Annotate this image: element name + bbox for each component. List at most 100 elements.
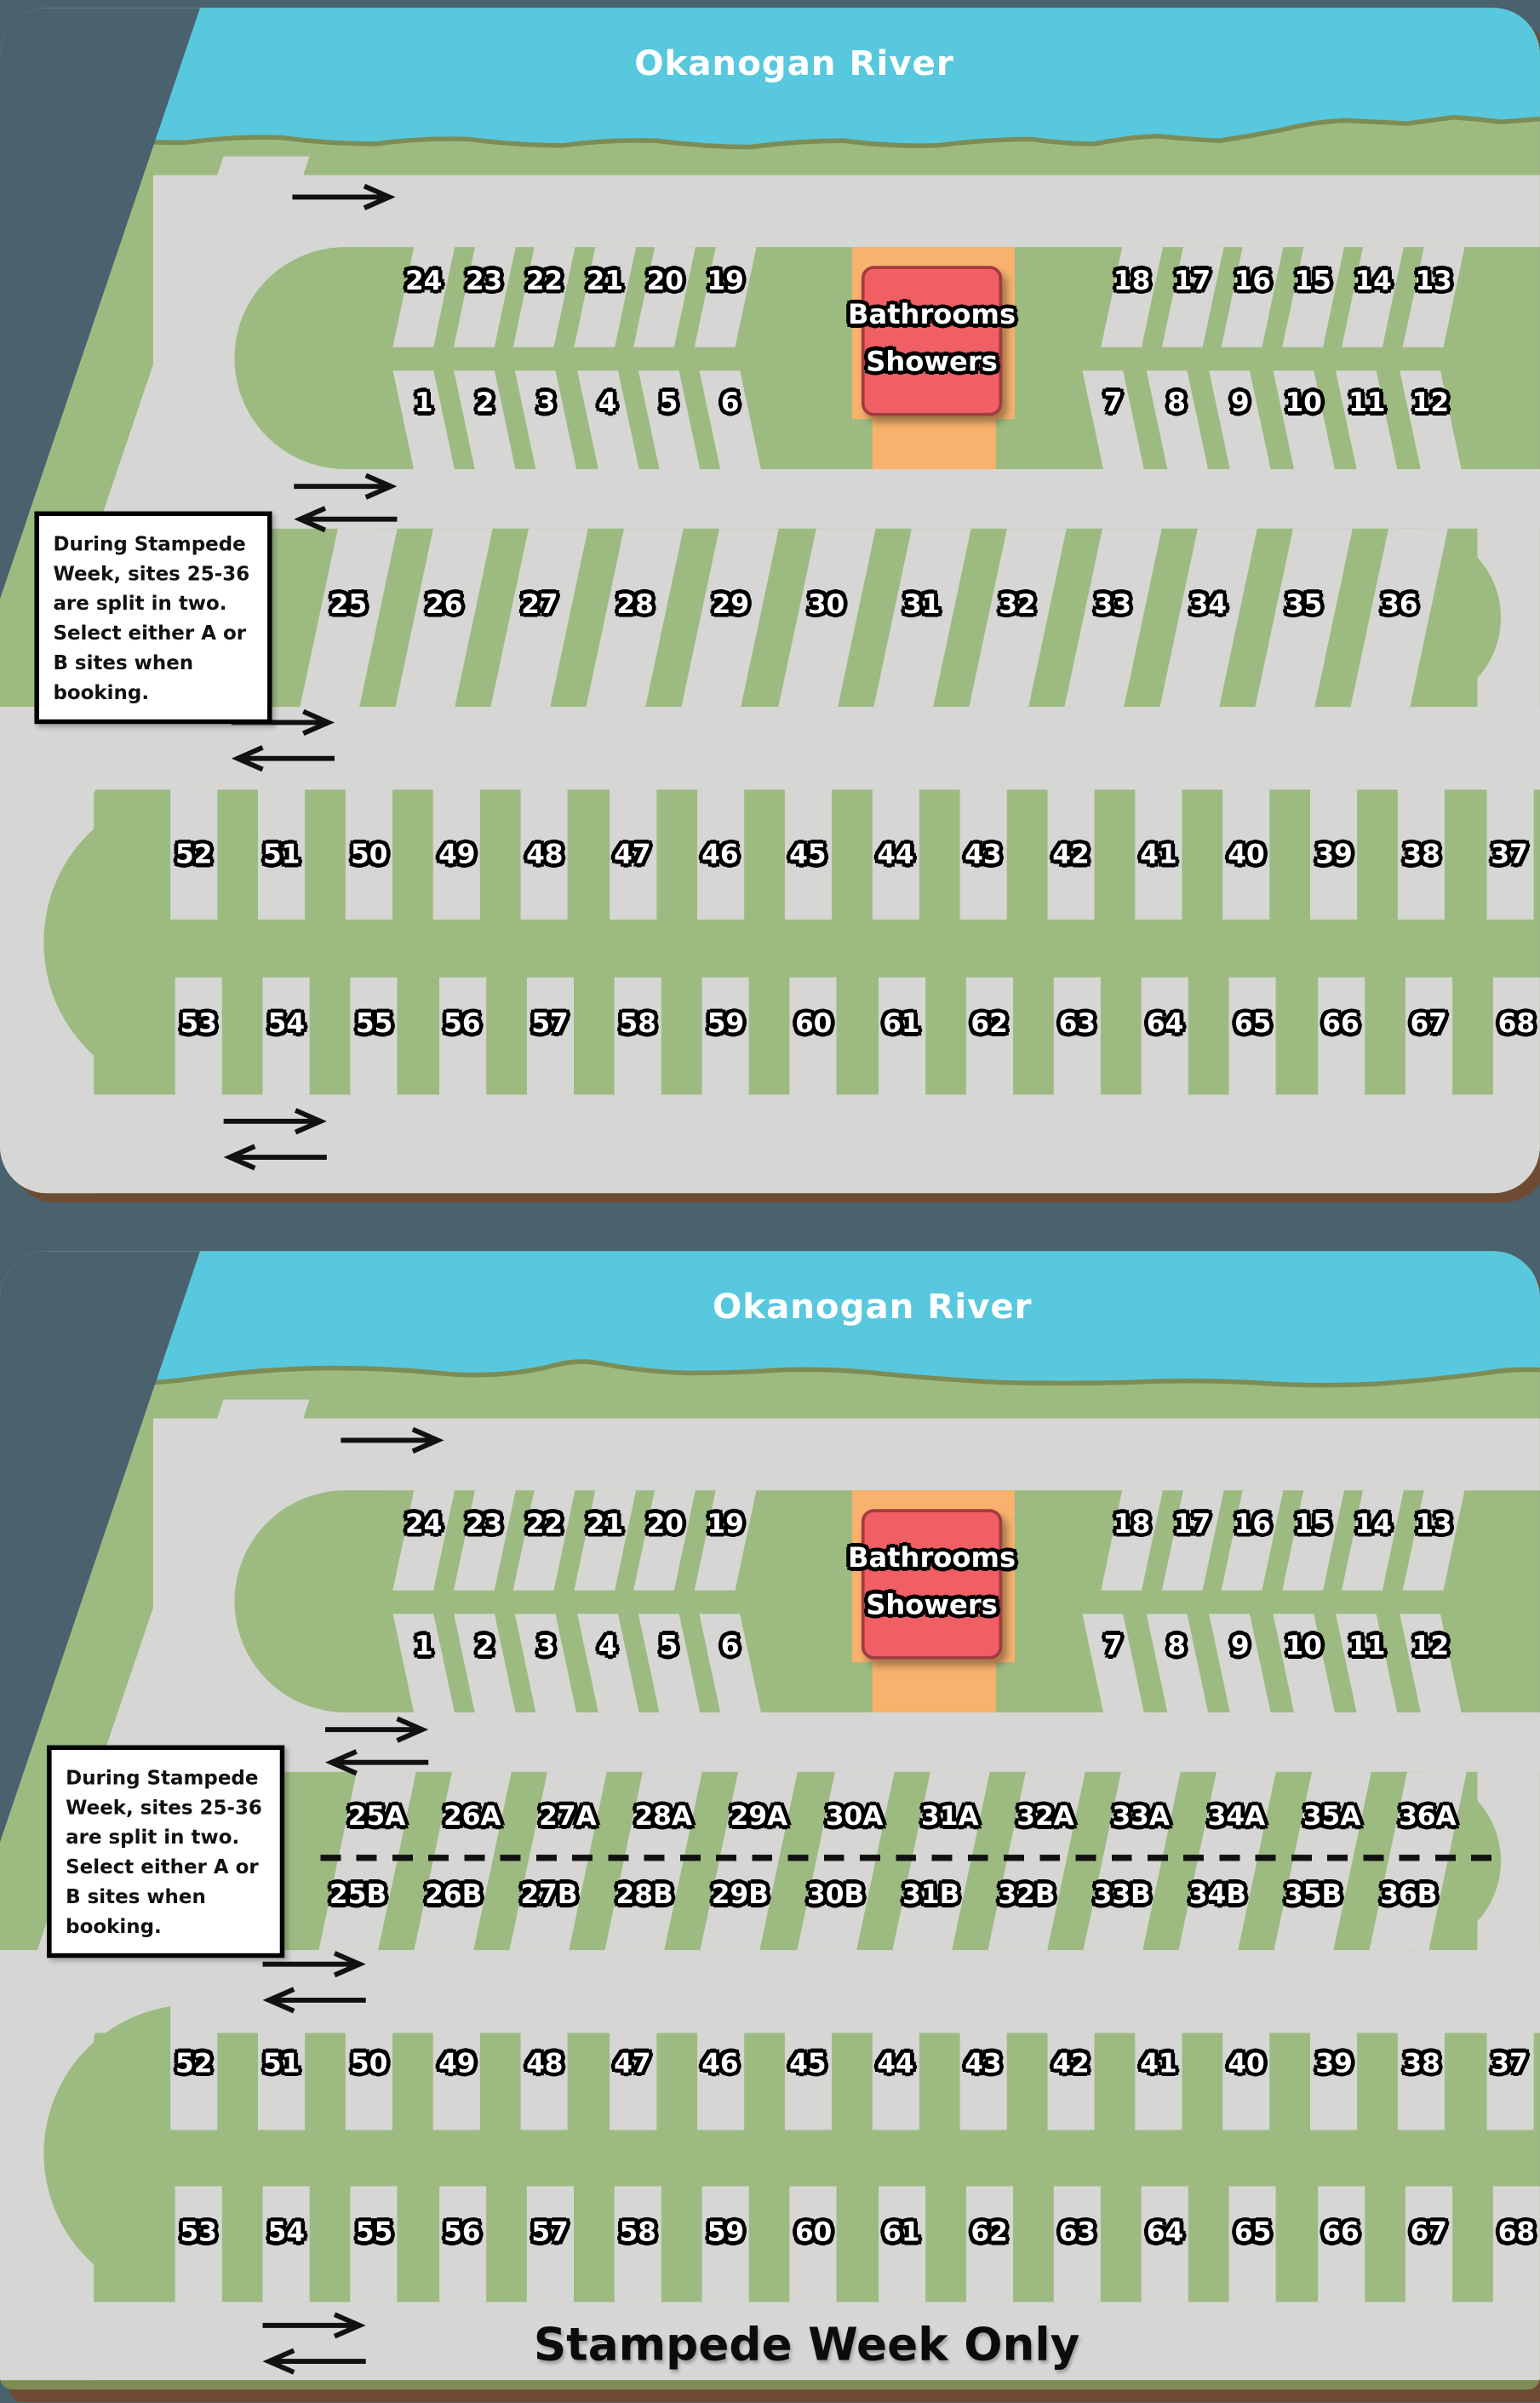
site-label: 52 bbox=[175, 2048, 213, 2080]
site-slot bbox=[433, 789, 481, 920]
site-label: 15 bbox=[1294, 266, 1332, 297]
site-label: 43 bbox=[965, 840, 1002, 871]
site-slot bbox=[701, 2186, 750, 2303]
site-slot bbox=[351, 977, 398, 1095]
bathrooms-path bbox=[872, 419, 996, 469]
site-label: 5 bbox=[659, 387, 678, 420]
site-label: 34A bbox=[1207, 1801, 1266, 1833]
site-label: 18 bbox=[1113, 1509, 1151, 1540]
bathrooms-label: Bathrooms bbox=[848, 1543, 1016, 1575]
site-slot bbox=[1486, 2004, 1533, 2131]
site-label: 9 bbox=[1230, 1631, 1250, 1663]
site-slot bbox=[175, 977, 222, 1095]
site-slot bbox=[872, 2004, 919, 2131]
site-label: 11 bbox=[1348, 387, 1386, 420]
site-slot bbox=[175, 2186, 222, 2303]
site-slot bbox=[878, 2186, 925, 2303]
site-label: 37 bbox=[1491, 840, 1528, 871]
site-label: 54 bbox=[267, 1008, 306, 1041]
site-label: 19 bbox=[707, 266, 744, 297]
flow-arrow-right bbox=[260, 1948, 379, 1980]
site-slot bbox=[614, 2186, 661, 2303]
site-label: 28B bbox=[615, 1879, 673, 1912]
site-label: 29B bbox=[711, 1879, 770, 1912]
site-label: 30 bbox=[807, 589, 845, 622]
site-label: 44 bbox=[877, 840, 914, 871]
site-slot bbox=[878, 977, 925, 1095]
site-slot bbox=[1141, 977, 1189, 1095]
site-slot bbox=[262, 2186, 310, 2303]
site-slot bbox=[614, 977, 661, 1095]
flow-arrow-left bbox=[219, 743, 338, 774]
site-slot bbox=[1135, 2004, 1182, 2131]
site-label: 9 bbox=[1230, 387, 1250, 420]
site-slot bbox=[1398, 2004, 1446, 2131]
road-middle-lower bbox=[0, 1950, 1540, 2033]
road-top bbox=[219, 175, 1540, 248]
site-slot bbox=[1398, 789, 1446, 920]
site-label: 12 bbox=[1411, 387, 1450, 420]
flow-arrow-left bbox=[282, 503, 401, 535]
site-label: 23 bbox=[465, 266, 503, 297]
bathrooms-label: Bathrooms bbox=[848, 300, 1016, 332]
site-label: 33 bbox=[1094, 589, 1131, 622]
site-label: 55 bbox=[355, 1008, 393, 1041]
site-label: 45 bbox=[789, 2048, 827, 2080]
site-label: 16 bbox=[1234, 1509, 1272, 1540]
site-label: 66 bbox=[1322, 1008, 1360, 1041]
site-slot bbox=[1222, 2004, 1270, 2131]
site-slot bbox=[1405, 2186, 1452, 2303]
site-label: 50 bbox=[351, 2048, 388, 2080]
site-slot bbox=[1317, 977, 1365, 1095]
site-slot bbox=[438, 2186, 486, 2303]
site-label: 22 bbox=[525, 266, 564, 297]
site-slot bbox=[1222, 789, 1270, 920]
site-label: 31B bbox=[902, 1879, 960, 1912]
site-label: 34 bbox=[1189, 589, 1228, 622]
site-label: 46 bbox=[701, 840, 739, 871]
river-label: Okanogan River bbox=[634, 45, 954, 85]
river-water bbox=[0, 1251, 1540, 1349]
site-label: 39 bbox=[1315, 840, 1353, 871]
site-slot bbox=[965, 977, 1013, 1095]
site-label: 47 bbox=[614, 840, 651, 871]
site-label: 16 bbox=[1234, 266, 1272, 297]
site-label: 11 bbox=[1348, 1631, 1386, 1663]
site-label: 60 bbox=[794, 2217, 833, 2249]
site-label: 12 bbox=[1411, 1631, 1450, 1663]
site-slot bbox=[438, 977, 486, 1095]
site-label: 22 bbox=[525, 1509, 564, 1540]
site-label: 59 bbox=[707, 2217, 745, 2249]
site-slot bbox=[351, 2186, 398, 2303]
site-slot bbox=[959, 2004, 1007, 2131]
site-label: 26B bbox=[425, 1879, 483, 1912]
site-slot bbox=[696, 789, 744, 920]
site-label: 30A bbox=[825, 1801, 884, 1833]
site-label: 59 bbox=[707, 1008, 745, 1041]
flow-arrow-right bbox=[291, 471, 410, 502]
site-label: 10 bbox=[1285, 1631, 1323, 1663]
site-label: 36 bbox=[1381, 589, 1418, 622]
site-label: 28A bbox=[634, 1801, 693, 1833]
site-slot bbox=[1141, 2186, 1189, 2303]
site-label: 53 bbox=[180, 2217, 217, 2249]
stampede-note: During Stampede Week, sites 25-36 are sp… bbox=[47, 1745, 285, 1959]
site-label: 66 bbox=[1322, 2217, 1360, 2249]
site-label: 14 bbox=[1354, 266, 1392, 297]
site-slot bbox=[526, 977, 574, 1095]
road-bottom bbox=[0, 2302, 1540, 2381]
site-label: 36B bbox=[1380, 1879, 1438, 1912]
site-label: 58 bbox=[619, 1008, 657, 1041]
site-label: 52 bbox=[175, 840, 213, 871]
site-label: 60 bbox=[794, 1008, 833, 1041]
river-label: Okanogan River bbox=[713, 1288, 1033, 1328]
site-label: 2 bbox=[475, 1631, 495, 1663]
site-label: 13 bbox=[1415, 1509, 1452, 1540]
site-label: 3 bbox=[536, 1631, 556, 1663]
site-slot bbox=[170, 789, 218, 920]
